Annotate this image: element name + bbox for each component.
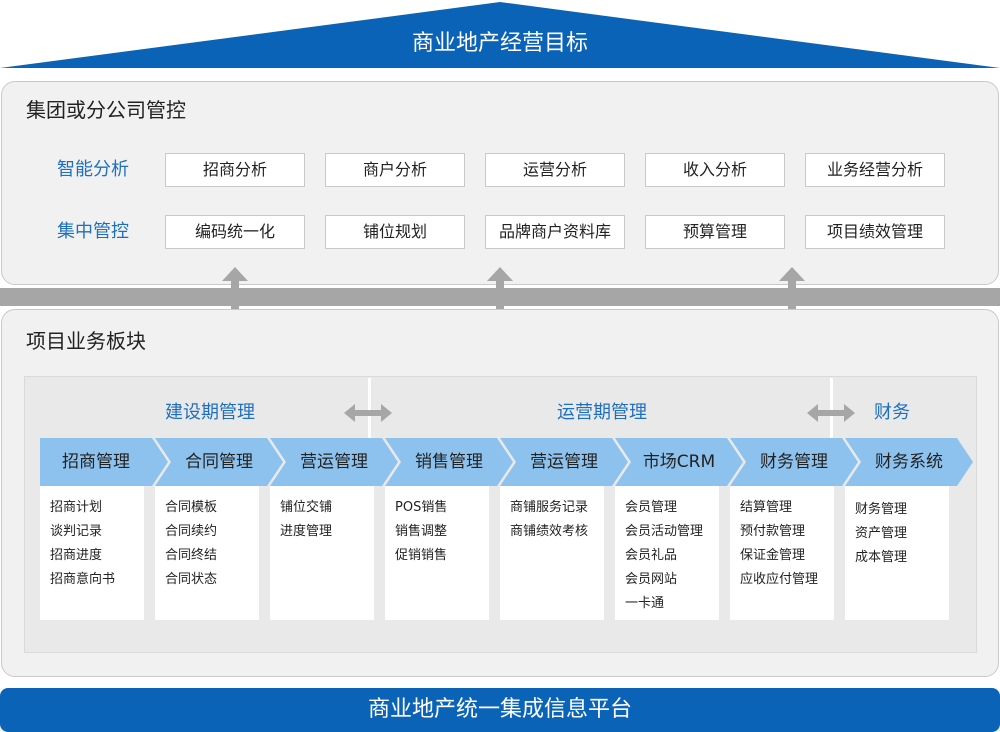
up-down-arrow-icon bbox=[222, 267, 248, 327]
chevron-step bbox=[270, 438, 398, 486]
construction-phase-label: 建设期管理 bbox=[165, 402, 255, 423]
module-title: 营运管理 bbox=[300, 452, 368, 472]
module-item: POS销售 bbox=[395, 500, 448, 515]
module-item: 促销销售 bbox=[395, 548, 448, 563]
control-box-2: 铺位规划 bbox=[325, 215, 465, 249]
module-card: 铺位交铺 进度管理 bbox=[270, 486, 374, 620]
module-card: 商铺服务记录 商铺绩效考核 bbox=[500, 486, 604, 620]
up-down-arrow-icon bbox=[487, 267, 513, 327]
module-item: 会员活动管理 bbox=[625, 524, 704, 539]
module-card: 财务管理 资产管理 成本管理 bbox=[845, 486, 949, 620]
roof-banner bbox=[0, 2, 1000, 68]
finance-phase-label: 财务 bbox=[874, 402, 910, 423]
module-item: 结算管理 bbox=[740, 500, 793, 515]
module-item: 谈判记录 bbox=[50, 524, 103, 539]
module-item: 资产管理 bbox=[855, 526, 908, 541]
module-title: 合同管理 bbox=[185, 452, 253, 472]
chevron-step bbox=[40, 438, 168, 486]
module-item: 合同续约 bbox=[165, 524, 218, 539]
module-card: 会员管理 会员活动管理 会员礼品 会员网站 一卡通 bbox=[615, 486, 719, 620]
module-item: 铺位交铺 bbox=[280, 500, 333, 515]
business-goal-title: 商业地产经营目标 bbox=[411, 31, 588, 56]
module-title: 营运管理 bbox=[530, 452, 598, 472]
module-item: 一卡通 bbox=[625, 596, 665, 611]
module-item: 商铺服务记录 bbox=[510, 500, 589, 515]
chevron-step bbox=[155, 438, 283, 486]
control-box-1: 编码统一化 bbox=[165, 215, 305, 249]
module-item: 招商进度 bbox=[50, 548, 103, 563]
chevron-step bbox=[385, 438, 513, 486]
smart-analysis-label: 智能分析 bbox=[57, 159, 129, 180]
analysis-box-5: 业务经营分析 bbox=[805, 153, 945, 187]
analysis-box-4: 收入分析 bbox=[645, 153, 785, 187]
phase-divider bbox=[368, 378, 371, 440]
central-control-label: 集中管控 bbox=[57, 221, 129, 242]
phase-divider bbox=[830, 378, 833, 440]
module-item: 预付款管理 bbox=[740, 524, 806, 539]
analysis-box-2: 商户分析 bbox=[325, 153, 465, 187]
control-box-5: 项目绩效管理 bbox=[805, 215, 945, 249]
module-title: 财务系统 bbox=[875, 452, 943, 472]
integrated-platform-banner: 商业地产统一集成信息平台 bbox=[0, 688, 1000, 732]
module-card: 招商计划 谈判记录 招商进度 招商意向书 bbox=[40, 486, 144, 620]
module-item: 会员管理 bbox=[625, 500, 678, 515]
left-right-arrow-icon bbox=[344, 404, 392, 422]
analysis-box-1: 招商分析 bbox=[165, 153, 305, 187]
module-item: 合同状态 bbox=[165, 572, 218, 587]
module-title: 销售管理 bbox=[415, 452, 483, 472]
module-card: POS销售 销售调整 促销销售 bbox=[385, 486, 489, 620]
module-title: 财务管理 bbox=[760, 452, 828, 472]
module-item: 商铺绩效考核 bbox=[510, 524, 589, 539]
module-item: 招商意向书 bbox=[50, 572, 116, 587]
control-box-4: 预算管理 bbox=[645, 215, 785, 249]
module-item: 应收应付管理 bbox=[740, 572, 819, 587]
up-down-arrow-icon bbox=[779, 267, 805, 327]
operation-phase-label: 运营期管理 bbox=[557, 402, 647, 423]
module-title: 招商管理 bbox=[62, 452, 130, 472]
module-item: 合同模板 bbox=[165, 500, 218, 515]
module-item: 合同终结 bbox=[165, 548, 218, 563]
module-item: 成本管理 bbox=[855, 550, 908, 565]
control-box-3: 品牌商户资料库 bbox=[485, 215, 625, 249]
analysis-box-3: 运营分析 bbox=[485, 153, 625, 187]
chevron-step bbox=[500, 438, 628, 486]
module-item: 会员网站 bbox=[625, 572, 678, 587]
project-business-title: 项目业务板块 bbox=[26, 329, 146, 353]
module-card: 结算管理 预付款管理 保证金管理 应收应付管理 bbox=[730, 486, 834, 620]
module-item: 会员礼品 bbox=[625, 548, 678, 563]
module-item: 财务管理 bbox=[855, 502, 908, 517]
group-control-title: 集团或分公司管控 bbox=[26, 98, 186, 122]
chevron-step bbox=[845, 438, 973, 486]
left-right-arrow-icon bbox=[807, 404, 855, 422]
module-item: 招商计划 bbox=[50, 500, 103, 515]
module-item: 进度管理 bbox=[280, 524, 333, 539]
chevron-step bbox=[615, 438, 743, 486]
module-title: 市场CRM bbox=[642, 452, 716, 472]
module-item: 保证金管理 bbox=[740, 548, 806, 563]
module-card: 合同模板 合同续约 合同终结 合同状态 bbox=[155, 486, 259, 620]
module-item: 销售调整 bbox=[395, 524, 448, 539]
chevron-step bbox=[730, 438, 858, 486]
